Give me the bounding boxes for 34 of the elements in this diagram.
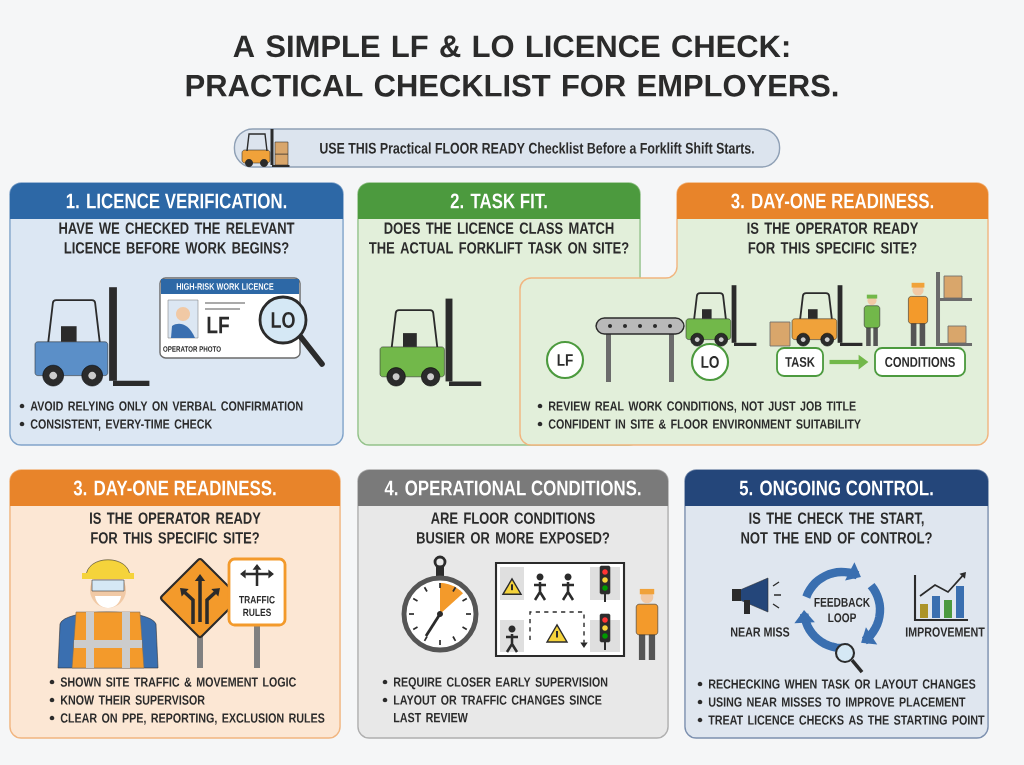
panel-header: 4. OPERATIONAL CONDITIONS.: [358, 470, 668, 506]
icon-label: IMPROVEMENT: [905, 627, 985, 637]
licence-class-badge: LO: [690, 342, 730, 382]
feedback-loop: FEEDBACK LOOP: [794, 562, 885, 653]
bullet-item: RECHECKING WHEN TASK OR LAYOUT CHANGES: [697, 679, 976, 689]
bullet-item: KNOW THEIR SUPERVISOR: [49, 695, 205, 705]
question-text: ARE FLOOR CONDITIONS BUSIER OR MORE EXPOSED?: [417, 512, 610, 544]
bullet-item: LAYOUT OR TRAFFIC CHANGES SINCE LAST REVIEW: [382, 695, 602, 723]
title: A SIMPLE LF & LO LICENCE CHECK: PRACTICAL CHECKLIST FOR EMPLOYERS.: [186, 35, 838, 97]
panel-header: 1. LICENCE VERIFICATION.: [10, 183, 343, 219]
bullet-item: SHOWN SITE TRAFFIC & MOVEMENT LOGIC: [49, 677, 296, 687]
bullet-item: REVIEW REAL WORK CONDITIONS, NOT JUST JOB TITLE: [537, 401, 856, 413]
panel-header: 3. DAY-ONE READINESS.: [677, 183, 988, 219]
question-text: HAVE WE CHECKED THE RELEVANT LICENCE BEFORE WORK BEGINS?: [59, 222, 295, 254]
bullet-item: AVOID RELYING ONLY ON VERBAL CONFIRMATION: [19, 401, 303, 411]
question-text: IS THE OPERATOR READY FOR THIS SPECIFIC SITE?: [90, 512, 261, 544]
bullet-item: REQUIRE CLOSER EARLY SUPERVISION: [382, 677, 608, 690]
bullet-item: CONFIDENT IN SITE & FLOOR ENVIRONMENT SUITABILITY: [537, 419, 861, 429]
bullet-item: CLEAR ON PPE, REPORTING, EXCLUSION RULES: [49, 713, 325, 725]
question-text: IS THE OPERATOR READY FOR THIS SPECIFIC SITE?: [747, 222, 919, 254]
panel-header: 5. ONGOING CONTROL.: [685, 470, 988, 506]
traffic-sign: TRAFFIC RULES: [227, 557, 287, 668]
banner: USE THIS Practical FLOOR READY Checklist Before a Forklift Shift Starts.: [233, 128, 781, 168]
panel-header: 3. DAY-ONE READINESS.: [10, 470, 340, 506]
bullet-item: USING NEAR MISSES TO IMPROVE PLACEMENT: [697, 697, 966, 707]
licence-class-badge: LF: [545, 340, 585, 380]
bullet-item: TREAT LICENCE CHECKS AS THE STARTING POINT: [697, 715, 985, 725]
step-box: TASK: [776, 347, 824, 377]
step-box: CONDITIONS: [874, 347, 966, 377]
question-text: IS THE CHECK THE START, NOT THE END OF CONTROL?: [741, 512, 932, 544]
bullet-item: CONSISTENT, EVERY-TIME CHECK: [19, 419, 213, 431]
panel-header: 2. TASK FIT.: [358, 183, 640, 219]
node-label: FEEDBACK LOOP: [814, 597, 871, 623]
question-text: DOES THE LICENCE CLASS MATCH THE ACTUAL FORKLIFT TASK ON SITE?: [369, 222, 629, 254]
